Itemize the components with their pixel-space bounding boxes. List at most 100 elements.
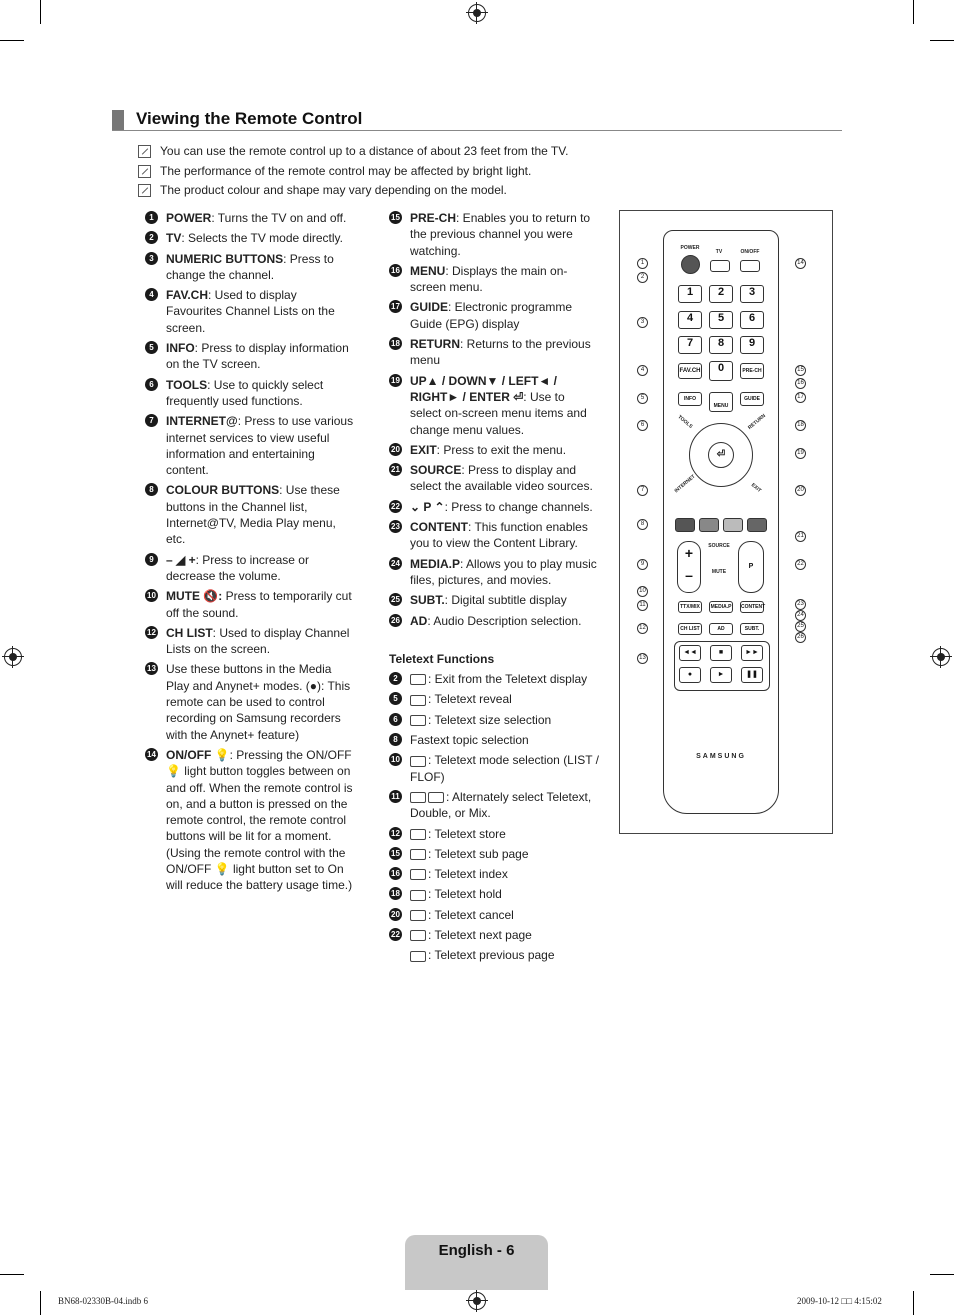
play-icon: ► xyxy=(710,667,732,683)
title-rule xyxy=(112,130,842,131)
teletext-key-icon xyxy=(410,849,426,861)
imprint-date: 2009-10-12 □□ 4:15:02 xyxy=(797,1296,882,1306)
teletext-item: 22: Teletext next page xyxy=(389,927,599,943)
teletext-item: 12: Teletext store xyxy=(389,826,599,842)
crop-mark xyxy=(913,0,914,24)
teletext-item: 16: Teletext index xyxy=(389,866,599,882)
light-button xyxy=(740,260,760,272)
menu-button: MENU xyxy=(709,392,733,412)
remote-illustration-frame xyxy=(619,210,833,834)
info-button: INFO xyxy=(678,392,702,406)
crop-mark xyxy=(40,0,41,24)
teletext-key-icon xyxy=(410,930,426,942)
teletext-item: 11: Alternately select Teletext, Double,… xyxy=(389,789,599,822)
subt-button: SUBT. xyxy=(740,623,764,635)
callout-marker: 16 xyxy=(795,378,806,389)
callout-marker: 23 xyxy=(795,599,806,610)
callout-marker: 3 xyxy=(637,317,648,328)
callout-marker: 15 xyxy=(795,365,806,376)
digit-button: 2 xyxy=(709,285,733,303)
registration-mark-icon xyxy=(466,1290,488,1312)
callout-marker: 11 xyxy=(637,600,648,611)
callout-marker: 1 xyxy=(637,258,648,269)
digit-button: 5 xyxy=(709,311,733,329)
note-item: You can use the remote control up to a d… xyxy=(136,143,569,163)
power-button-icon xyxy=(681,255,700,274)
callout-marker: 20 xyxy=(795,485,806,496)
crop-mark xyxy=(0,1274,24,1275)
rewind-icon: ◄◄ xyxy=(679,645,701,661)
digit-button: 3 xyxy=(740,285,764,303)
registration-mark-icon xyxy=(466,2,488,24)
ch-list-button: CH LIST xyxy=(678,623,702,635)
teletext-key-icon xyxy=(410,910,426,922)
crop-mark xyxy=(913,1291,914,1315)
channel-rocker: P xyxy=(738,541,764,593)
teletext-item: 20: Teletext cancel xyxy=(389,907,599,923)
callout-marker: 2 xyxy=(637,272,648,283)
callout-marker: 24 xyxy=(795,610,806,621)
favch-button: FAV.CH xyxy=(678,363,702,379)
digit-button: 1 xyxy=(678,285,702,303)
callout-marker: 14 xyxy=(795,258,806,269)
teletext-key-icon xyxy=(410,828,426,840)
callout-marker: 5 xyxy=(637,393,648,404)
callout-marker: 22 xyxy=(795,559,806,570)
teletext-item: 5: Teletext reveal xyxy=(389,691,599,707)
crop-mark xyxy=(40,1291,41,1315)
pause-icon: ❚❚ xyxy=(741,667,763,683)
callout-marker: 19 xyxy=(795,448,806,459)
list-item: 9– ◢ +: Press to increase or decrease th… xyxy=(145,552,355,585)
note-icon xyxy=(138,145,151,158)
note-icon xyxy=(138,184,151,197)
teletext-item: 2: Exit from the Teletext display xyxy=(389,671,599,687)
callout-marker: 4 xyxy=(637,365,648,376)
teletext-key-icon xyxy=(410,950,426,962)
content-button: CONTENT xyxy=(740,601,765,613)
yellow-button xyxy=(723,518,743,532)
media-p-button: MEDIA.P xyxy=(709,601,733,613)
volume-rocker: +– xyxy=(677,541,701,593)
navigation-pad xyxy=(689,423,753,487)
registration-mark-icon xyxy=(2,646,24,668)
red-button xyxy=(675,518,695,532)
guide-button: GUIDE xyxy=(740,392,764,406)
teletext-key-icon xyxy=(410,755,426,767)
digit-button: 4 xyxy=(678,311,702,329)
registration-mark-icon xyxy=(930,646,952,668)
teletext-heading: Teletext Functions xyxy=(389,651,495,666)
callout-marker: 7 xyxy=(637,485,648,496)
callout-marker: 6 xyxy=(637,420,648,431)
prech-button: PRE-CH xyxy=(740,363,764,379)
page-title: Viewing the Remote Control xyxy=(136,109,363,128)
ttx-mix-button: TTX/MIX xyxy=(678,601,702,613)
page-number: English - 6 xyxy=(438,1242,515,1259)
teletext-key-icon xyxy=(410,792,426,804)
ad-button: AD xyxy=(709,623,733,635)
teletext-key-icon xyxy=(410,674,426,686)
imprint-file: BN68-02330B-04.indb 6 xyxy=(58,1296,148,1306)
teletext-item: 15: Teletext sub page xyxy=(389,846,599,862)
callout-marker: 10 xyxy=(637,586,648,597)
green-button xyxy=(699,518,719,532)
teletext-item: 6: Teletext size selection xyxy=(389,712,599,728)
teletext-key-icon xyxy=(428,792,444,804)
teletext-key-icon xyxy=(410,889,426,901)
note-icon xyxy=(138,164,151,178)
